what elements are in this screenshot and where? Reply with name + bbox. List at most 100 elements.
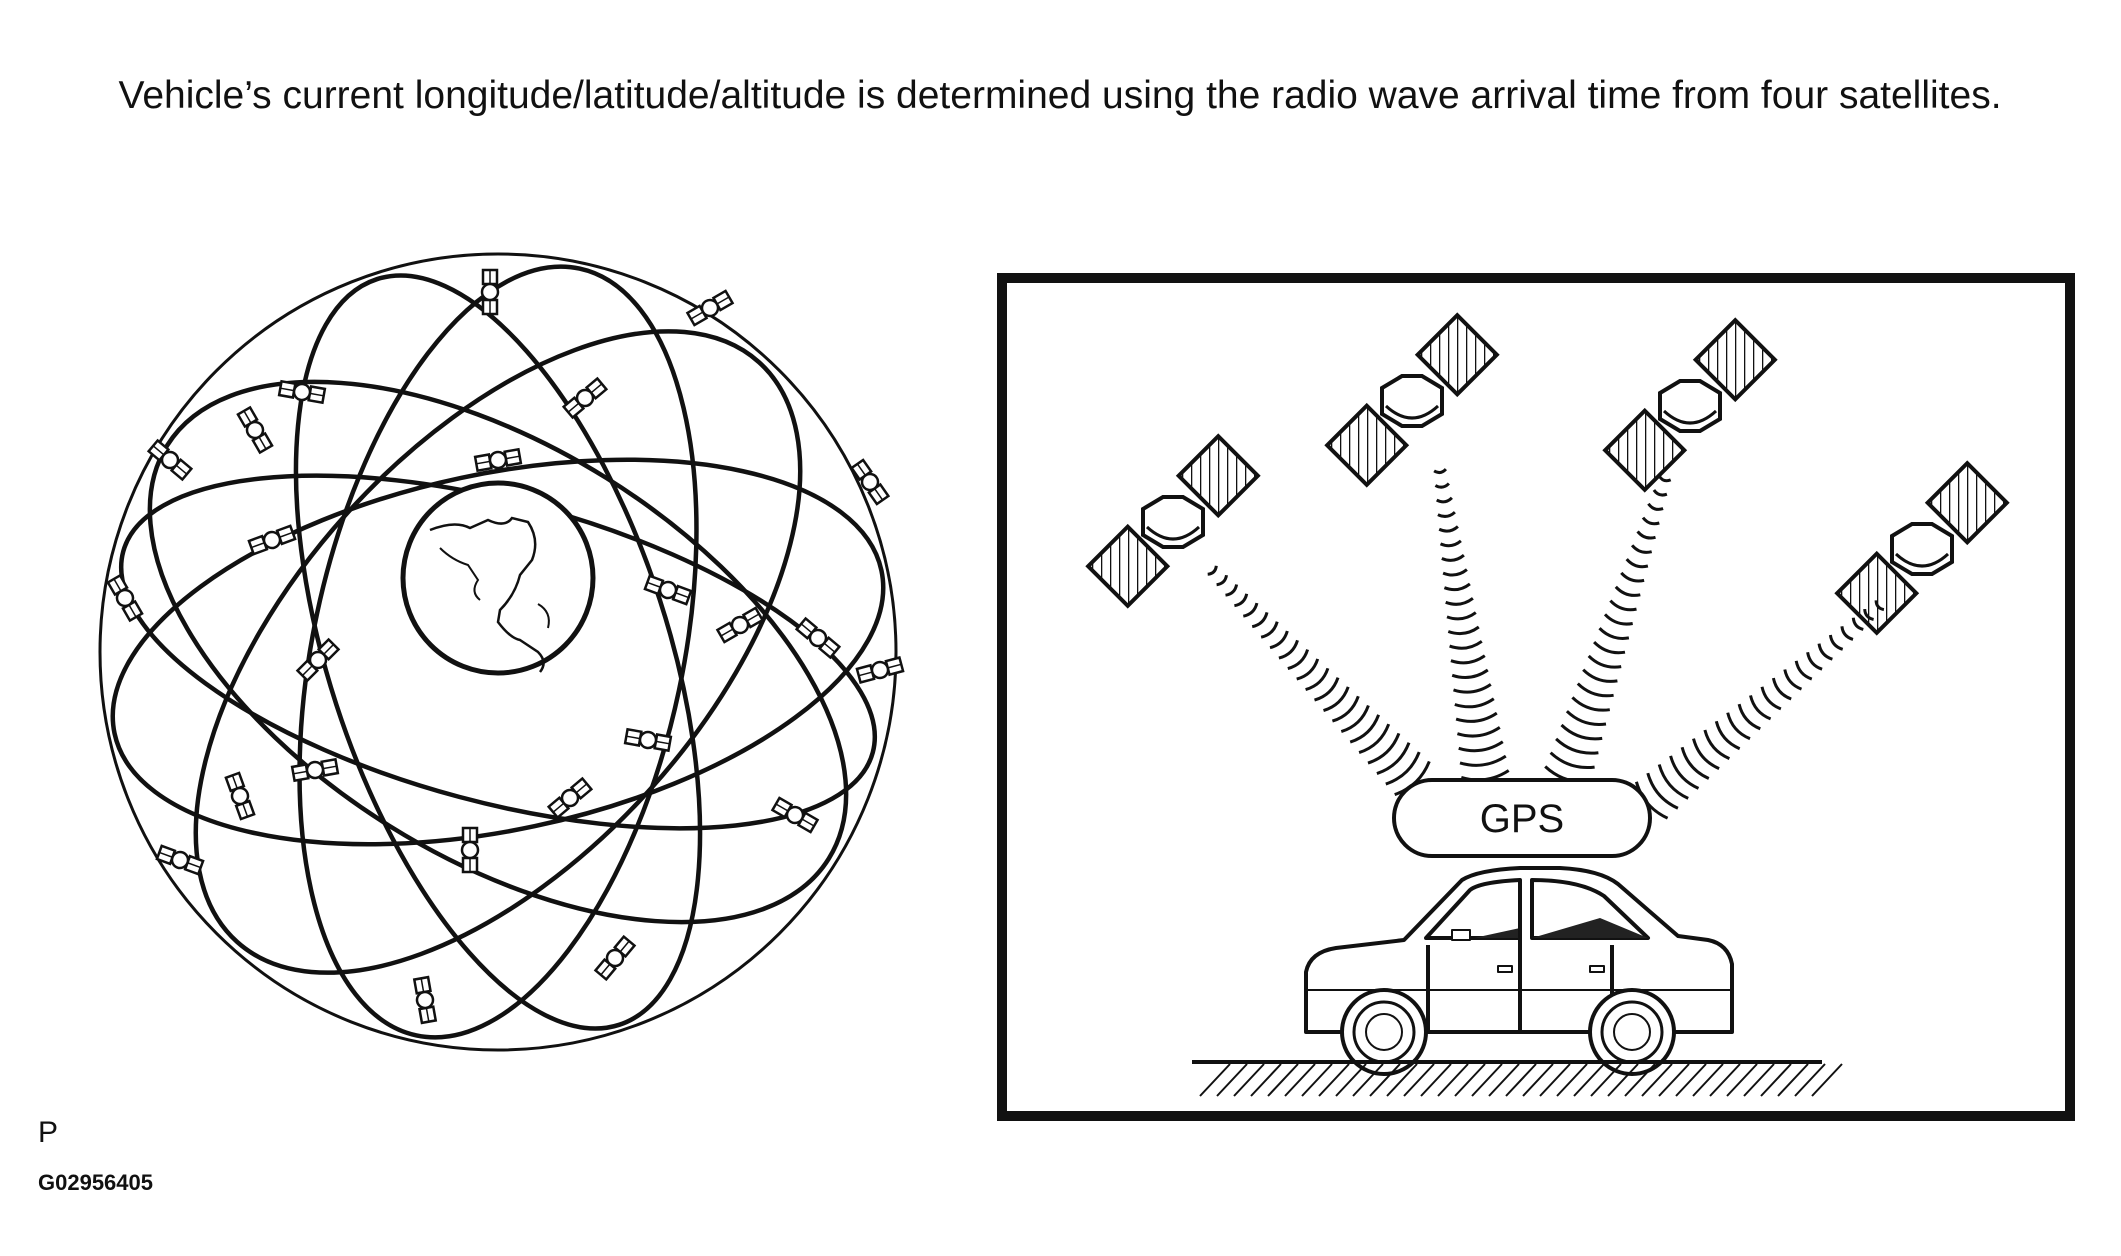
radio-wave-arc <box>1459 754 1507 767</box>
satellite-icon <box>561 376 609 420</box>
radio-wave-arc <box>1652 489 1668 497</box>
radio-wave-arc <box>1692 738 1720 770</box>
radio-wave-arc <box>1287 649 1310 671</box>
radio-wave-arc <box>1587 654 1622 669</box>
ground-hatch-line <box>1641 1063 1673 1097</box>
satellite-icon <box>623 727 673 753</box>
ground-hatch-line <box>1386 1063 1418 1097</box>
radio-wave-arc <box>1783 669 1803 691</box>
radio-wave-arc <box>1451 668 1489 680</box>
radio-wave-arc <box>1376 742 1411 776</box>
ground-hatch-line <box>1658 1063 1690 1097</box>
radio-wave-arc <box>1434 482 1450 489</box>
gps-receiver-icon: GPS <box>1392 778 1652 858</box>
ground <box>1192 1060 1843 1097</box>
ground-hatch-line <box>1573 1063 1605 1097</box>
radio-wave-arc <box>1828 634 1844 651</box>
satellite-icon <box>105 573 145 623</box>
radio-wave-arc <box>1443 582 1471 592</box>
radio-wave-arc <box>1251 611 1269 629</box>
ground-hatch-line <box>1216 1063 1248 1097</box>
ground-hatch-line <box>1471 1063 1503 1097</box>
radio-wave-arc <box>1714 720 1741 751</box>
satellite-icon <box>770 795 820 835</box>
radio-wave-arc <box>1446 611 1477 621</box>
radio-wave-arc <box>1447 625 1480 636</box>
radio-wave-arc <box>1641 516 1660 526</box>
radio-wave-arc <box>1455 711 1498 723</box>
radio-wave-arc <box>1614 585 1641 597</box>
satellite-icon <box>593 934 637 982</box>
ground-hatch-line <box>1624 1063 1656 1097</box>
radio-wave-arc <box>1680 746 1710 780</box>
satellite-icon <box>685 288 735 328</box>
earth-icon <box>400 480 596 676</box>
radio-wave-arc <box>1207 565 1218 576</box>
ground-hatch-line <box>1335 1063 1367 1097</box>
radio-wave-arc <box>1340 704 1370 734</box>
ground-hatch-line <box>1794 1063 1826 1097</box>
figure-id: G02956405 <box>38 1170 153 1195</box>
radio-wave-arc <box>1458 740 1504 753</box>
ground-hatch-line <box>1437 1063 1469 1097</box>
radio-wave-arc <box>1636 530 1656 540</box>
satellite-icon <box>794 616 842 660</box>
ground-hatch-line <box>1403 1063 1435 1097</box>
radio-wave-arc <box>1771 677 1792 701</box>
ground-hatch-line <box>1233 1063 1265 1097</box>
ground-hatch-line <box>1301 1063 1333 1097</box>
ground-hatch-line <box>1420 1063 1452 1097</box>
radio-wave-arc <box>1349 714 1381 744</box>
radio-wave-arc <box>1225 584 1239 597</box>
corner-code: P <box>38 1116 58 1149</box>
radio-wave-arc <box>1565 710 1607 726</box>
radio-wave-arc <box>1269 630 1289 650</box>
ground-hatch-line <box>1777 1063 1809 1097</box>
radio-wave-arc <box>1454 697 1495 709</box>
radio-wave-arc <box>1314 677 1340 702</box>
radio-wave-arc <box>1439 539 1462 548</box>
radio-wave-arc <box>1582 668 1618 683</box>
ground-hatch-line <box>1318 1063 1350 1097</box>
radio-wave-arc <box>1278 639 1299 660</box>
radio-wave-arc <box>1456 726 1501 738</box>
radio-wave-arc <box>1234 593 1249 608</box>
radio-wave-arc <box>1449 640 1483 650</box>
radio-wave-arc <box>1630 544 1653 554</box>
ground-hatch-line <box>1267 1063 1299 1097</box>
satellite-icon <box>223 771 257 821</box>
radio-wave-arc <box>1603 613 1633 626</box>
ground-hatch-line <box>1709 1063 1741 1097</box>
ground-hatch-line <box>1590 1063 1622 1097</box>
radio-wave-icon <box>1207 468 1885 820</box>
radio-wave-arc <box>1609 599 1637 612</box>
ground-hatch-line <box>1250 1063 1282 1097</box>
radio-wave-arc <box>1576 682 1614 698</box>
ground-hatch-line <box>1352 1063 1384 1097</box>
radio-wave-arc <box>1593 641 1626 655</box>
satellite-constellation <box>98 252 905 1052</box>
radio-wave-arc <box>1358 723 1391 755</box>
diagram-caption: Vehicle’s current longitude/latitude/alt… <box>118 74 2001 117</box>
radio-wave-arc <box>1625 558 1649 569</box>
satellite-icon <box>412 975 438 1025</box>
radio-wave-arc <box>1331 695 1360 723</box>
radio-wave-arc <box>1646 772 1679 810</box>
radio-wave-arc <box>1453 683 1492 694</box>
ground-hatch-line <box>1726 1063 1758 1097</box>
radio-wave-arc <box>1296 658 1320 681</box>
radio-wave-arc <box>1441 554 1465 562</box>
ground-hatch-line <box>1692 1063 1724 1097</box>
radio-wave-arc <box>1450 654 1486 665</box>
radio-wave-arc <box>1817 643 1833 661</box>
radio-wave-arc <box>1737 703 1761 731</box>
ground-hatch-line <box>1760 1063 1792 1097</box>
radio-wave-arc <box>1658 475 1672 483</box>
ground-hatch-line <box>1505 1063 1537 1097</box>
gps-receiver-body <box>1392 778 1652 858</box>
radio-wave-arc <box>1367 732 1401 765</box>
radio-wave-arc <box>1216 574 1228 587</box>
radio-wave-arc <box>1863 608 1874 621</box>
radio-wave-arc <box>1620 571 1645 583</box>
